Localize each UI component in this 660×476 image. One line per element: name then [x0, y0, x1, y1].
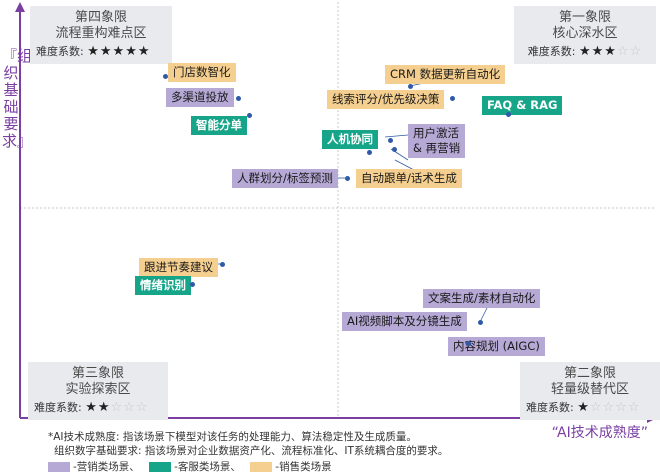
star-empty-icon: ☆ — [589, 400, 603, 415]
quadrant-3-stars: ★★☆☆☆ — [85, 400, 148, 415]
quadrant-3-title: 第三象限 — [71, 366, 124, 381]
x-axis-label: “AI技术成熟度” — [551, 425, 648, 441]
star-filled-icon: ★ — [577, 400, 590, 415]
quadrant-1-difficulty-label: 难度系数: — [527, 45, 576, 58]
quadrant-4-stars: ★★★★★ — [87, 44, 150, 59]
legend-marketing-swatch — [48, 462, 70, 472]
tag-lead-scoring: 线索评分/优先级决策 — [327, 90, 445, 109]
tag-followup-cadence: 跟进节奏建议 — [139, 258, 218, 277]
star-filled-icon: ★ — [85, 400, 98, 415]
star-filled-icon: ★ — [112, 44, 126, 59]
tag-content-planning: 内容规划 (AIGC) — [448, 337, 545, 356]
quadrant-1-stars: ★★★☆☆ — [579, 44, 642, 59]
tag-crm-update-automation: CRM 数据更新自动化 — [385, 65, 506, 84]
quadrant-2-label: 第二象限 轻量级替代区 难度系数: ★☆☆☆☆ — [520, 362, 660, 420]
tag-user-reactivation-line2: & 再营销 — [413, 141, 461, 155]
star-filled-icon: ★ — [604, 44, 617, 59]
marker-multichannel-ads — [236, 96, 241, 101]
marker-store-digitalization — [163, 74, 168, 79]
star-filled-icon: ★ — [578, 44, 592, 59]
footnote-org-requirement: 组织数字基础要求: 指该场景对企业数据资产化、流程标准化、IT系统耦合度的要求。 — [54, 445, 449, 457]
star-filled-icon: ★ — [591, 44, 605, 59]
tag-human-machine: 人机协同 — [322, 130, 378, 149]
quadrant-4-title: 第四象限 — [74, 10, 127, 25]
legend-marketing-label: -营销类场景、 — [73, 461, 140, 473]
marker-user-reactivation-2 — [392, 147, 397, 152]
star-filled-icon: ★ — [125, 44, 138, 59]
star-empty-icon: ☆ — [615, 400, 628, 415]
star-empty-icon: ☆ — [110, 400, 124, 415]
y-axis-arrow — [15, 2, 25, 12]
marker-audience-segmentation — [345, 176, 350, 181]
tag-emotion-recognition: 情绪识别 — [135, 276, 191, 295]
legend-sales-label: -销售类场景 — [275, 461, 332, 473]
star-empty-icon: ☆ — [627, 400, 641, 415]
quadrant-4-subtitle: 流程重构难点区 — [55, 26, 147, 41]
marker-emotion-recognition — [190, 282, 195, 287]
marker-user-reactivation — [388, 138, 393, 143]
quadrant-2-subtitle: 轻量级替代区 — [550, 382, 629, 397]
star-empty-icon: ☆ — [123, 400, 136, 415]
star-empty-icon: ☆ — [602, 400, 616, 415]
tag-auto-followup: 自动跟单/话术生成 — [356, 169, 462, 188]
tag-multichannel-ads: 多渠道投放 — [166, 88, 234, 107]
star-filled-icon: ★ — [97, 400, 111, 415]
legend-service-swatch — [149, 462, 172, 472]
marker-followup-cadence — [220, 262, 225, 267]
star-filled-icon: ★ — [99, 44, 113, 59]
quadrant-3-difficulty-label: 难度系数: — [34, 401, 82, 414]
marker-human-machine — [367, 150, 372, 155]
y-axis-label: 『组织基础要求』 — [2, 47, 33, 150]
star-filled-icon: ★ — [87, 44, 100, 59]
quadrant-2-difficulty-label: 难度系数: — [526, 401, 574, 414]
tag-user-reactivation-line1: 用户激活 — [413, 126, 459, 140]
quadrant-2-stars: ★☆☆☆☆ — [577, 400, 640, 415]
tag-faq-rag: FAQ & RAG — [482, 96, 563, 115]
marker-smart-dispatch — [247, 113, 252, 118]
tag-smart-dispatch: 智能分单 — [191, 116, 247, 135]
tag-user-reactivation: 用户激活 & 再营销 — [408, 124, 466, 158]
star-empty-icon: ☆ — [616, 44, 630, 59]
quadrant-1-title: 第一象限 — [558, 10, 611, 25]
marker-copy-generation — [478, 320, 483, 325]
star-empty-icon: ☆ — [629, 44, 643, 59]
marker-crm-update-automation — [408, 84, 413, 89]
footnote-ai-maturity: *AI技术成熟度: 指该场景下模型对该任务的处理能力、算法稳定性及生成质量。 — [48, 431, 417, 443]
star-empty-icon: ☆ — [135, 400, 149, 415]
marker-lead-scoring — [450, 96, 455, 101]
tag-copy-generation: 文案生成/素材自动化 — [423, 289, 541, 308]
marker-faq-rag — [506, 112, 511, 117]
star-filled-icon: ★ — [137, 44, 151, 59]
tag-audience-segmentation: 人群划分/标签预测 — [232, 169, 338, 188]
legend-sales-swatch — [250, 462, 273, 472]
tag-ai-video-script: AI视频脚本及分镜生成 — [342, 312, 467, 331]
quadrant-4-difficulty-label: 难度系数: — [36, 45, 84, 58]
quadrant-4-label: 第四象限 流程重构难点区 难度系数: ★★★★★ — [30, 6, 172, 64]
legend-service-label: -客服类场景、 — [174, 461, 241, 473]
tag-store-digitalization: 门店数智化 — [168, 63, 236, 82]
legend: -营销类场景、 -客服类场景、 -销售类场景 — [48, 459, 332, 474]
marker-content-planning — [466, 341, 471, 346]
quadrant-1-subtitle: 核心深水区 — [552, 26, 618, 41]
quadrant-1-label: 第一象限 核心深水区 难度系数: ★★★☆☆ — [514, 6, 656, 64]
quadrant-3-label: 第三象限 实验探索区 难度系数: ★★☆☆☆ — [28, 362, 168, 420]
quadrant-3-subtitle: 实验探索区 — [65, 382, 131, 397]
quadrant-2-title: 第二象限 — [563, 366, 616, 381]
